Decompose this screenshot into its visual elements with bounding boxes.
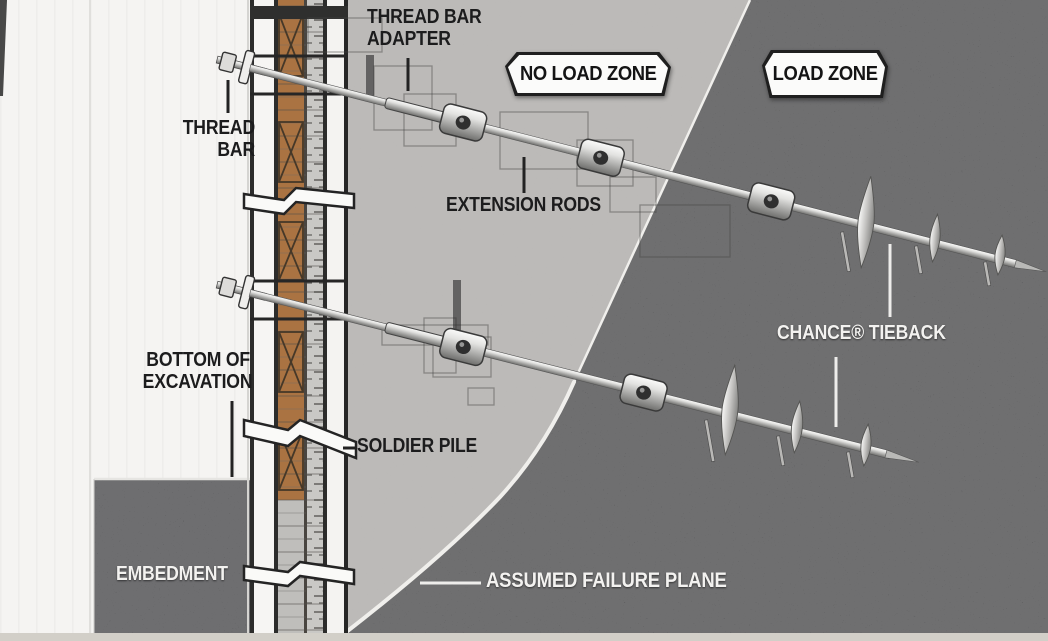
coupler (439, 327, 488, 367)
coupler (619, 373, 668, 412)
bottom-edge-strip (0, 633, 1048, 641)
coupler (438, 103, 488, 142)
load-zone-badge: LOAD ZONE (762, 50, 888, 98)
label-chance-tieback: CHANCE® TIEBACK (777, 322, 946, 344)
pilot-tip (884, 449, 920, 463)
embedment-area (93, 477, 256, 641)
anchor-nut (218, 276, 237, 299)
leader-lines (226, 58, 892, 585)
soldier-pile-wall (242, 0, 358, 641)
upper-tieback (215, 49, 1047, 273)
no-load-zone-badge: NO LOAD ZONE (505, 52, 671, 96)
badge-face: LOAD ZONE (765, 53, 885, 95)
label-thread-bar: THREAD BAR (182, 117, 255, 161)
waler-plate-upper (366, 55, 374, 101)
wall-break-symbols (242, 186, 358, 588)
label-bottom-of-excavation: BOTTOM OF EXCAVATION (142, 349, 253, 393)
label-thread-bar-adapter: THREAD BAR ADAPTER (367, 6, 482, 50)
badge-text: NO LOAD ZONE (519, 62, 657, 85)
badge-face: NO LOAD ZONE (508, 55, 668, 93)
badge-text: LOAD ZONE (772, 62, 878, 85)
coupler (576, 138, 625, 177)
lagging-x-panels (278, 13, 304, 491)
lower-tieback (215, 274, 920, 463)
helix-blades (721, 176, 1006, 468)
assumed-failure-plane-line (343, 0, 752, 635)
helix-spikes (704, 231, 992, 479)
label-embedment: EMBEDMENT (116, 563, 228, 585)
coupler (746, 182, 796, 221)
waler-plate-lower (453, 280, 461, 346)
label-assumed-failure-plane: ASSUMED FAILURE PLANE (486, 569, 727, 592)
anchor-nut (218, 51, 237, 74)
label-soldier-pile: SOLDIER PILE (357, 435, 478, 457)
label-extension-rods: EXTENSION RODS (446, 194, 601, 216)
pilot-tip (1013, 259, 1047, 273)
